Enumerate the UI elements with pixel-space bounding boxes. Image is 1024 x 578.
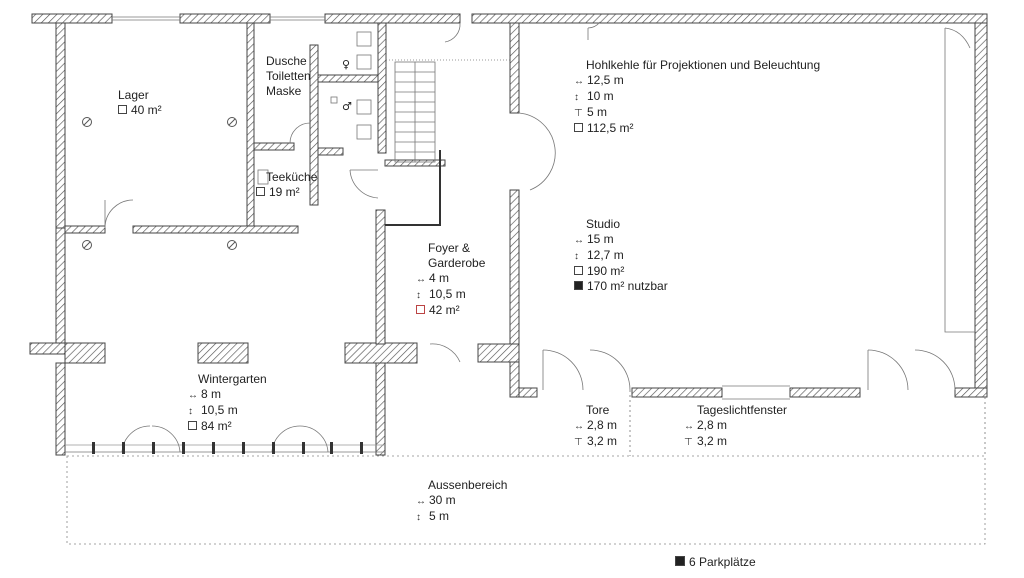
room-depth: 10 m <box>587 89 614 103</box>
room-depth: 12,7 m <box>587 248 624 262</box>
area-icon <box>574 123 583 132</box>
wc-icons: ♀ ♂ <box>342 58 352 113</box>
room-name-2: Garderobe <box>428 256 486 270</box>
room-width: 8 m <box>201 387 222 401</box>
area-icon <box>118 105 127 114</box>
room-width: 2,8 m <box>587 418 618 432</box>
room-name: Teeküche <box>266 170 318 184</box>
depth-icon: ↕ <box>188 406 193 417</box>
room-width: 12,5 m <box>587 73 624 87</box>
room-name: Tageslichtfenster <box>697 403 788 417</box>
room-width: 4 m <box>429 271 450 285</box>
room-area: 40 m² <box>131 103 162 117</box>
room-width: 30 m <box>429 493 456 507</box>
parking-icon <box>675 556 685 566</box>
room-name: Tore <box>586 403 610 417</box>
room-name-1: Foyer & <box>428 241 471 255</box>
room-name: Aussenbereich <box>428 478 508 492</box>
room-hohlkehle: Hohlkehle für Projektionen und Beleuchtu… <box>574 58 820 136</box>
room-height: 5 m <box>587 105 608 119</box>
height-icon: ⊤ <box>574 108 583 119</box>
room-name: Studio <box>586 217 621 231</box>
room-aussenbereich: Aussenbereich ↔30 m ↕ 5 m <box>416 478 507 525</box>
room-area: 42 m² <box>429 303 460 317</box>
parking-text: 6 Parkplätze <box>689 555 756 569</box>
width-icon: ↔ <box>574 421 584 432</box>
room-width: 2,8 m <box>697 418 728 432</box>
room-area: 84 m² <box>201 419 232 433</box>
walls <box>29 13 988 456</box>
room-depth: 10,5 m <box>201 403 238 417</box>
room-name-1: Dusche <box>266 54 307 68</box>
room-area: 19 m² <box>269 185 300 199</box>
room-wc: Dusche Toiletten Maske <box>266 54 311 99</box>
width-icon: ↔ <box>416 274 426 285</box>
width-icon: ↔ <box>684 421 694 432</box>
parking-label: 6 Parkplätze <box>675 555 756 570</box>
wintergarten-posts <box>92 442 363 454</box>
usable-area-icon <box>574 281 583 290</box>
room-name-2: Toiletten <box>266 69 311 83</box>
room-area: 190 m² <box>587 264 625 278</box>
svg-text:♂: ♂ <box>342 100 352 113</box>
area-icon <box>256 187 265 196</box>
room-name: Wintergarten <box>198 372 267 386</box>
room-height: 3,2 m <box>697 434 728 448</box>
room-depth: 5 m <box>429 509 450 523</box>
room-tageslichtfenster: Tageslichtfenster ↔2,8 m ⊤ 3,2 m <box>684 403 787 450</box>
width-icon: ↔ <box>416 496 426 507</box>
width-icon: ↔ <box>574 76 584 87</box>
height-icon: ⊤ <box>574 437 583 448</box>
room-name: Lager <box>118 88 149 102</box>
room-area: 112,5 m² <box>587 121 634 135</box>
depth-icon: ↕ <box>416 290 421 301</box>
height-icon: ⊤ <box>684 437 693 448</box>
room-teekueche: Teeküche 19 m² <box>256 170 317 200</box>
room-tore: Tore ↔2,8 m ⊤ 3,2 m <box>574 403 617 450</box>
width-icon: ↔ <box>188 390 198 401</box>
room-name-3: Maske <box>266 84 302 98</box>
thin-lines <box>65 16 986 545</box>
room-width: 15 m <box>587 232 614 246</box>
room-usable-area: 170 m² nutzbar <box>587 279 668 293</box>
depth-icon: ↕ <box>574 92 579 103</box>
area-icon <box>574 266 583 275</box>
width-icon: ↔ <box>574 235 584 246</box>
area-icon <box>416 305 425 314</box>
room-name: Hohlkehle für Projektionen und Beleuchtu… <box>586 58 821 72</box>
room-lager: Lager 40 m² <box>118 88 162 118</box>
room-depth: 10,5 m <box>429 287 466 301</box>
depth-icon: ↕ <box>416 512 421 523</box>
svg-text:♀: ♀ <box>342 58 350 71</box>
area-icon <box>188 421 197 430</box>
room-height: 3,2 m <box>587 434 618 448</box>
depth-icon: ↕ <box>574 251 579 262</box>
room-wintergarten: Wintergarten ↔8 m ↕ 10,5 m 84 m² <box>188 372 267 434</box>
room-studio: Studio ↔15 m ↕ 12,7 m 190 m² 170 m² nutzb… <box>574 217 668 294</box>
column-markers <box>82 117 237 250</box>
room-foyer: Foyer & Garderobe ↔4 m ↕ 10,5 m 42 m² <box>416 241 485 318</box>
